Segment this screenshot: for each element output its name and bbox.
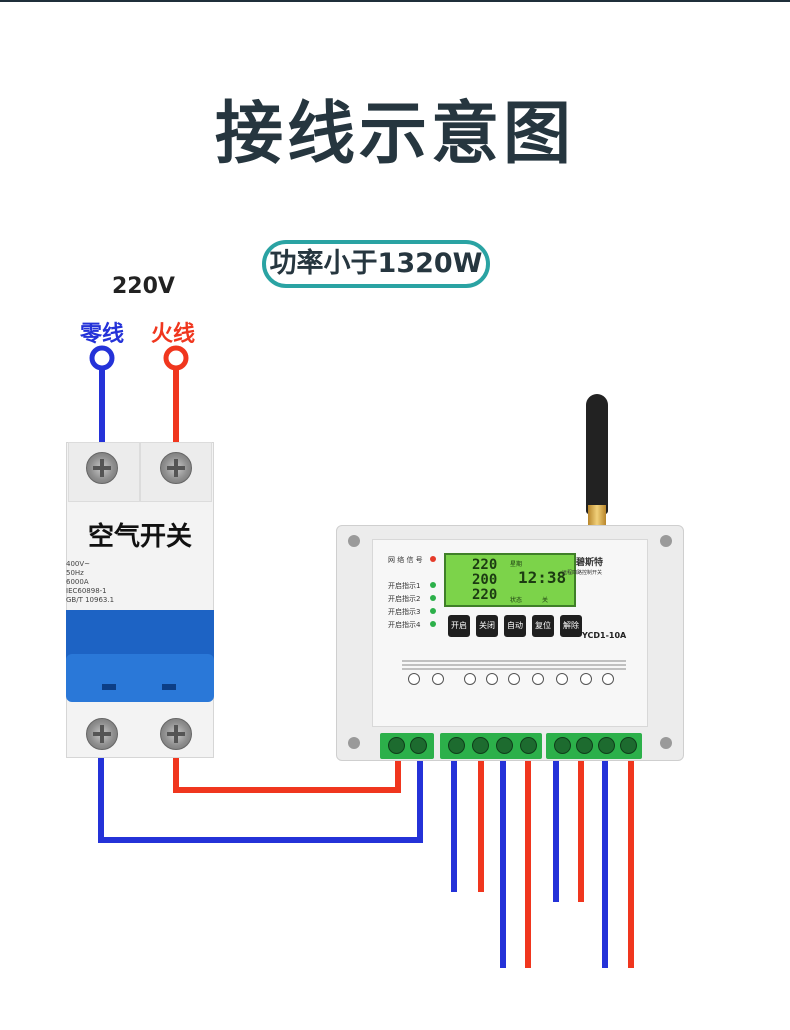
indicator-led [430, 582, 436, 588]
terminal-screw [620, 737, 637, 754]
lcd-current: 200 [472, 572, 498, 588]
indicator-led [430, 621, 436, 627]
lcd-status-label: 状态 [510, 597, 523, 604]
lcd-voltage: 220 [472, 557, 498, 573]
live-output-wire [173, 758, 401, 793]
brand-subtitle: 远程四路控制开关 [562, 570, 603, 576]
spec-line: 400V~ [66, 560, 91, 568]
indicator-label: 开启指示2 [388, 595, 421, 603]
screw-icon [86, 452, 118, 484]
mount-hole [660, 535, 672, 547]
terminal-symbol [508, 673, 520, 685]
terminal-screw [520, 737, 537, 754]
lcd-power: 220 [472, 587, 498, 603]
terminal-symbol [464, 673, 476, 685]
terminal-screw [410, 737, 427, 754]
neutral-output-wire [98, 758, 423, 843]
page-title: 接线示意图 [214, 95, 575, 174]
breaker-lever[interactable] [66, 654, 214, 702]
terminal-symbol [532, 673, 544, 685]
signal-label: 网 络 信 号 [388, 556, 423, 564]
release-button[interactable]: 解除 [560, 615, 582, 637]
power-limit-badge: 功率小于1320W [262, 240, 490, 288]
auto-button[interactable]: 自动 [504, 615, 526, 637]
lcd-week: 星期 [510, 561, 523, 568]
terminal-symbol [556, 673, 568, 685]
top-divider [0, 0, 790, 2]
voltage-label: 220V [112, 274, 175, 299]
screw-icon [86, 718, 118, 750]
terminal-symbol [486, 673, 498, 685]
lever-notch [162, 684, 176, 690]
air-switch: 空气开关 400V~ 50Hz 6000A IEC60898-1 GB/T 10… [66, 442, 214, 758]
terminal-symbol [602, 673, 614, 685]
load-terminal-block-a [440, 733, 542, 759]
indicator-label: 开启指示3 [388, 608, 421, 616]
signal-led [430, 556, 436, 562]
breaker-spec: 400V~ 50Hz 6000A IEC60898-1 GB/T 10963.1 [66, 560, 114, 605]
live-label: 火线 [151, 322, 196, 347]
terminal-screw [496, 737, 513, 754]
lcd-display: 220 200 220 星期 12:38 状态 关 [444, 553, 576, 607]
terminal-symbol [432, 673, 444, 685]
spec-line: GB/T 10963.1 [66, 596, 115, 604]
terminal-screw [554, 737, 571, 754]
indicator-label: 开启指示1 [388, 582, 421, 590]
screw-icon [160, 452, 192, 484]
neutral-input-wire [89, 345, 115, 446]
lcd-status-value: 关 [542, 597, 549, 604]
terminal-screw [576, 737, 593, 754]
antenna-icon [586, 394, 608, 514]
screw-icon [160, 718, 192, 750]
spec-line: 50Hz [66, 569, 84, 577]
antenna-base [588, 505, 606, 529]
terminal-screw [598, 737, 615, 754]
terminal-symbol [408, 673, 420, 685]
neutral-label: 零线 [80, 322, 125, 347]
terminal-screw [472, 737, 489, 754]
terminal-screw [388, 737, 405, 754]
open-button[interactable]: 开启 [448, 615, 470, 637]
mount-hole [660, 737, 672, 749]
power-terminal-block [380, 733, 434, 759]
mount-hole [348, 737, 360, 749]
brand-logo: 碧斯特 [576, 558, 604, 568]
indicator-label: 开启指示4 [388, 621, 421, 629]
load-terminal-block-b [546, 733, 642, 759]
breaker-name: 空气开关 [87, 522, 192, 552]
lcd-time: 12:38 [518, 568, 567, 587]
load-wires [451, 760, 634, 968]
model-number: YCD1-10A [582, 631, 627, 640]
indicator-led [430, 595, 436, 601]
mount-hole [348, 535, 360, 547]
terminal-symbol [580, 673, 592, 685]
spec-line: 6000A [66, 578, 89, 586]
reset-button[interactable]: 复位 [532, 615, 554, 637]
remote-controller: 网 络 信 号 开启指示1 开启指示2 开启指示3 开启指示4 220 200 … [336, 525, 684, 761]
indicator-led [430, 608, 436, 614]
close-button[interactable]: 关闭 [476, 615, 498, 637]
circuit-schematic [402, 660, 626, 670]
lever-notch [102, 684, 116, 690]
spec-line: IEC60898-1 [66, 587, 107, 595]
terminal-screw [448, 737, 465, 754]
live-input-wire [163, 345, 189, 446]
